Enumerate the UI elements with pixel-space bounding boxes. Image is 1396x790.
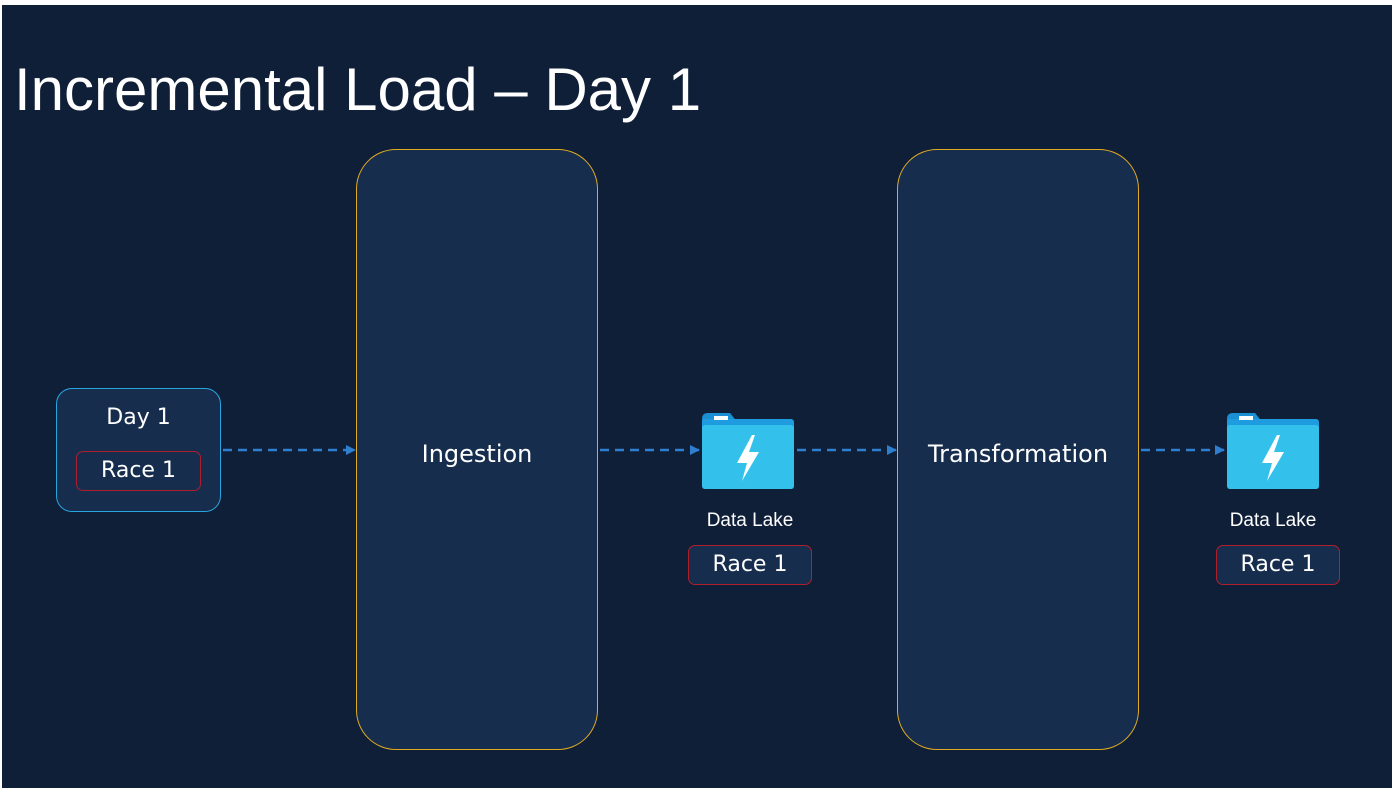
data-lake-icon xyxy=(1227,413,1319,489)
data-lake-race-tag: Race 1 xyxy=(688,545,812,585)
source-race-tag: Race 1 xyxy=(76,451,201,491)
data-lake-race-tag: Race 1 xyxy=(1216,545,1340,585)
slide-title: Incremental Load – Day 1 xyxy=(14,56,702,123)
data-lake-label: Data Lake xyxy=(706,510,794,531)
flow-arrows xyxy=(223,445,1225,455)
stage-transformation-label: Transformation xyxy=(927,440,1109,468)
source-day-box: Day 1 Race 1 xyxy=(56,388,221,512)
data-lake-label: Data Lake xyxy=(1229,510,1317,531)
stage-transformation: Transformation xyxy=(897,149,1139,750)
slide: Incremental Load – Day 1 Day 1 Race 1 In… xyxy=(2,5,1392,788)
stage-ingestion-label: Ingestion xyxy=(421,440,533,468)
source-title: Day 1 xyxy=(106,405,171,430)
stage-ingestion: Ingestion xyxy=(356,149,598,750)
data-lake-icon xyxy=(702,413,794,489)
